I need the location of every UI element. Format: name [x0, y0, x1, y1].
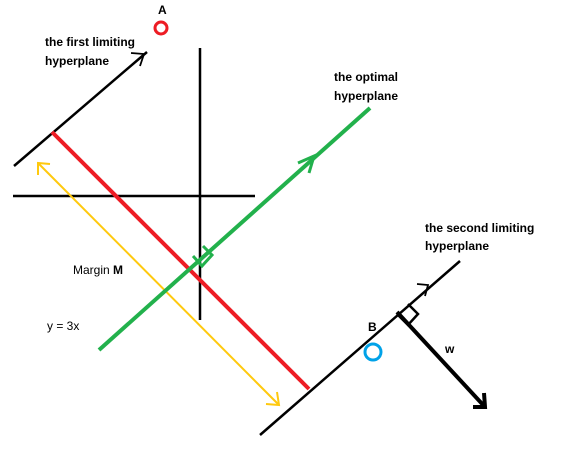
point-b	[363, 342, 383, 362]
margin-label-prefix: Margin	[73, 263, 113, 277]
second-hyperplane-label-line2: hyperplane	[425, 239, 489, 253]
optimal-hyperplane-arrowhead	[297, 153, 317, 174]
point-a-label: A	[158, 3, 167, 17]
normal-line	[50, 130, 311, 391]
margin-arrow-head-bottom	[265, 391, 281, 407]
first-hyperplane-label-line1: the first limiting	[45, 35, 135, 49]
optimal-hyperplane-label-line1: the optimal	[334, 70, 398, 84]
second-limiting-hyperplane-arrowhead	[416, 283, 430, 297]
equation-label: y = 3x	[47, 319, 79, 333]
margin-arrow-line	[37, 162, 280, 406]
optimal-hyperplane-label-line2: hyperplane	[334, 89, 398, 103]
w-right-angle-marker	[396, 303, 420, 327]
margin-label-symbol: M	[113, 263, 123, 277]
margin-arrow	[37, 161, 281, 407]
w-vector	[395, 303, 488, 409]
w-vector-arrowhead	[473, 392, 488, 409]
first-limiting-hyperplane	[13, 51, 148, 167]
first-limiting-hyperplane-arrowhead	[130, 52, 146, 67]
point-b-label: B	[368, 320, 377, 334]
point-a	[153, 20, 169, 36]
optimal-hyperplane-line	[97, 106, 372, 352]
first-hyperplane-label-line2: hyperplane	[45, 54, 109, 68]
w-vector-label: w	[444, 342, 455, 356]
optimal-hyperplane	[97, 106, 372, 352]
coordinate-axes	[13, 48, 255, 320]
second-hyperplane-label-line1: the second limiting	[425, 221, 534, 235]
right-angle-marker	[191, 244, 215, 269]
first-limiting-hyperplane-line	[13, 51, 148, 167]
second-limiting-hyperplane	[259, 260, 461, 436]
margin-label: Margin M	[73, 263, 123, 277]
w-vector-line	[395, 310, 487, 409]
margin-arrow-head-top	[37, 161, 51, 175]
